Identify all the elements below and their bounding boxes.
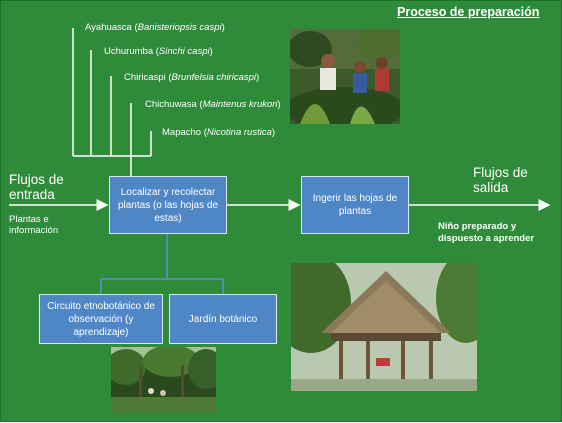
output-detail: Niño preparado y dispuesto a aprender [438,221,535,244]
botanical-garden-box: Jardín botánico [169,294,277,344]
input-detail: Plantas e información [9,214,59,236]
plant-label-uchurumba: Uchurumba (Sinchi caspi) [104,46,213,57]
ingest-leaves-box: Ingerir las hojas de plantas [301,176,409,234]
collect-branch-lines [100,234,224,294]
plant-tree-lines [72,28,152,176]
people-with-plants-photo [290,29,400,124]
plant-label-chichuwasa: Chichuwasa (Maintenus krukori) [145,99,281,110]
collect-plants-box: Localizar y recolectar plantas (o las ho… [109,176,227,234]
plant-label-ayahuasca: Ayahuasca (Banisteriopsis caspi) [85,22,225,33]
input-heading: Flujos de entrada [9,172,64,202]
diagram-title: Proceso de preparación [397,5,540,19]
thatched-hut-photo [291,263,477,391]
ethnobotanic-circuit-box: Circuito etnobotánico de observación (y … [39,294,163,344]
plant-label-mapacho: Mapacho (Nicotina rustica) [162,127,276,138]
plant-label-chiricaspi: Chiricaspi (Brunfelsia chiricaspi) [124,72,260,83]
forest-photo [111,347,216,413]
output-heading: Flujos de salida [473,165,528,195]
